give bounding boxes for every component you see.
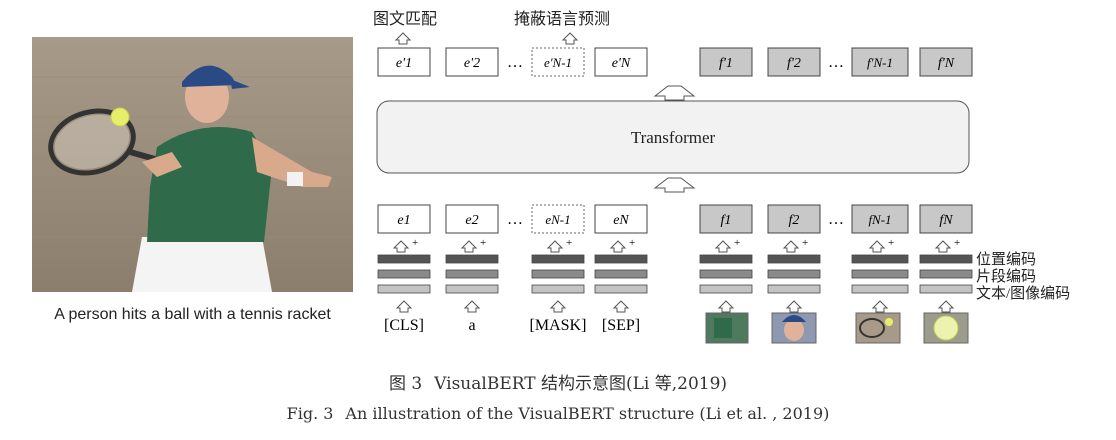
svg-text:+: + bbox=[412, 237, 418, 249]
photo-caption: A person hits a ball with a tennis racke… bbox=[54, 306, 331, 323]
figure-title-cn: VisualBERT 结构示意图(Li 等,2019) bbox=[434, 374, 728, 394]
input-eN-1: eN-1 bbox=[545, 212, 570, 227]
input-f1: f1 bbox=[721, 213, 732, 228]
embedding-bars bbox=[377, 254, 973, 294]
input-fN-1: fN-1 bbox=[868, 212, 891, 227]
token-mask: [MASK] bbox=[530, 317, 587, 334]
svg-text:+: + bbox=[734, 237, 740, 249]
big-arrow-up-icon bbox=[653, 177, 696, 193]
arrow-up-icon bbox=[562, 32, 578, 45]
token-a: a bbox=[468, 317, 475, 334]
token-cls: [CLS] bbox=[384, 317, 424, 334]
input-eN: eN bbox=[613, 213, 629, 228]
visualbert-diagram: 图文匹配 掩蔽语言预测 e'1 e'2 e'N-1 e'N … f'1 f'2 … bbox=[373, 10, 1070, 344]
arrow-up-icon bbox=[395, 32, 411, 45]
big-arrow-up-icon bbox=[653, 85, 696, 101]
label-masked-lm: 掩蔽语言预测 bbox=[514, 10, 610, 28]
input-e1: e1 bbox=[397, 213, 410, 228]
tennis-photo bbox=[32, 37, 353, 292]
transformer-label: Transformer bbox=[631, 128, 716, 147]
image-region-thumbnail bbox=[771, 312, 817, 344]
ellipsis: … bbox=[507, 211, 523, 228]
input-fN: fN bbox=[939, 213, 953, 228]
figure-number-en: Fig. 3 bbox=[286, 404, 334, 423]
input-f2: f2 bbox=[789, 213, 800, 228]
output-fN-1: f'N-1 bbox=[867, 55, 893, 70]
output-fN: f'N bbox=[938, 56, 955, 71]
output-e2: e'2 bbox=[464, 56, 480, 71]
ellipsis: … bbox=[507, 54, 523, 71]
output-e1: e'1 bbox=[396, 56, 412, 71]
sum-arrows: + + + + + + + + bbox=[393, 237, 960, 253]
output-eN: e'N bbox=[612, 56, 631, 71]
svg-text:+: + bbox=[888, 237, 894, 249]
input-image-row: f1 f2 fN-1 fN … bbox=[699, 204, 973, 234]
output-eN-1: e'N-1 bbox=[544, 55, 572, 70]
output-text-row: e'1 e'2 e'N-1 e'N … bbox=[377, 47, 648, 77]
ellipsis: … bbox=[828, 54, 844, 71]
svg-text:+: + bbox=[954, 237, 960, 249]
svg-text:+: + bbox=[566, 237, 572, 249]
image-region-thumbnail bbox=[855, 312, 901, 344]
output-f1: f'1 bbox=[719, 56, 733, 71]
label-image-text-match: 图文匹配 bbox=[373, 10, 437, 28]
figure-caption-en: Fig. 3 An illustration of the VisualBERT … bbox=[0, 404, 1116, 423]
figure-number-cn: 图 3 bbox=[388, 374, 423, 394]
token-arrows bbox=[396, 300, 954, 313]
transformer-block bbox=[376, 100, 970, 174]
legend-segment: 片段编码 bbox=[976, 268, 1036, 285]
image-region-thumbnail bbox=[923, 312, 969, 344]
embedding-legend: 位置编码 片段编码 文本/图像编码 bbox=[976, 251, 1070, 302]
legend-token: 文本/图像编码 bbox=[976, 285, 1070, 302]
svg-text:+: + bbox=[629, 237, 635, 249]
image-region-thumbnail bbox=[705, 312, 749, 344]
figure-caption-cn: 图 3 VisualBERT 结构示意图(Li 等,2019) bbox=[0, 369, 1116, 394]
svg-text:+: + bbox=[480, 237, 486, 249]
svg-text:+: + bbox=[802, 237, 808, 249]
input-text-row: e1 e2 eN-1 eN … bbox=[377, 204, 648, 234]
output-image-row: f'1 f'2 f'N-1 f'N … bbox=[699, 47, 973, 77]
figure-title-en: An illustration of the VisualBERT struct… bbox=[345, 404, 830, 423]
ellipsis: … bbox=[828, 211, 844, 228]
legend-position: 位置编码 bbox=[976, 251, 1036, 268]
output-f2: f'2 bbox=[787, 56, 801, 71]
input-e2: e2 bbox=[465, 213, 478, 228]
token-sep: [SEP] bbox=[602, 317, 640, 334]
